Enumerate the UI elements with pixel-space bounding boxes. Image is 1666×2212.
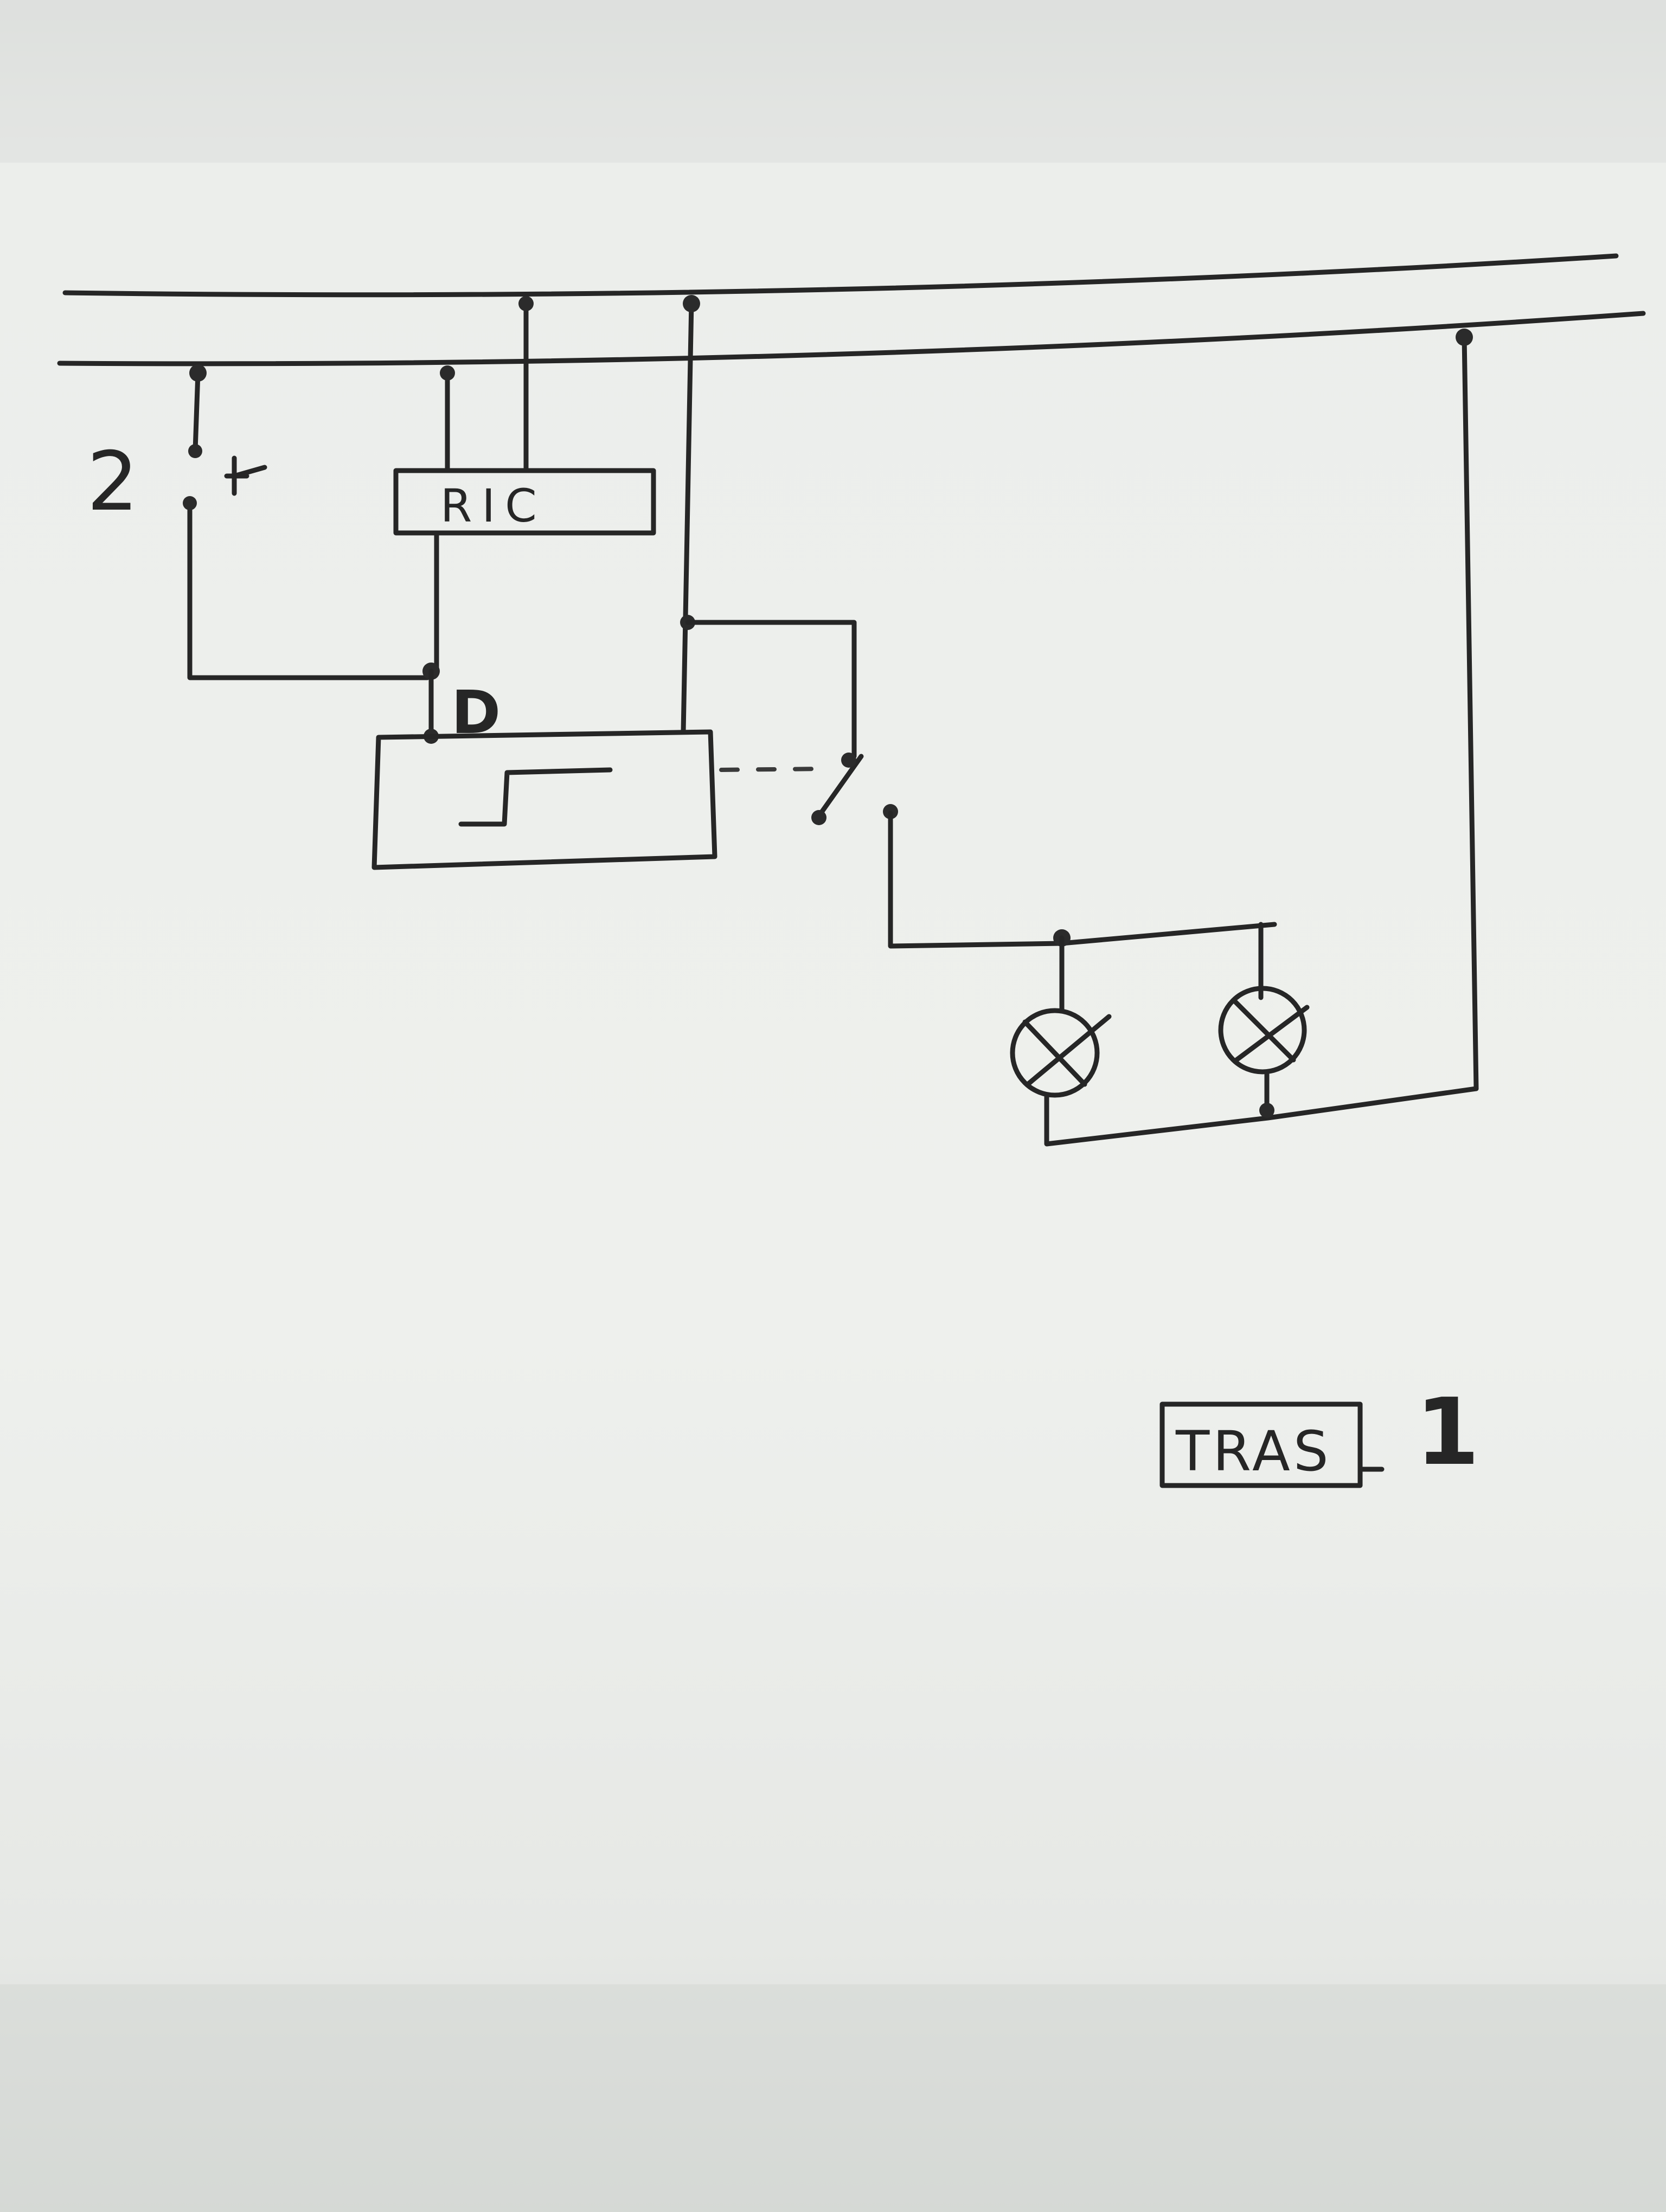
relay-block [371, 729, 717, 870]
ric-label: RIC [440, 479, 547, 532]
node-d-label: D [451, 678, 501, 747]
main-drop-junction [683, 295, 700, 312]
ric-feed-right-junction [518, 296, 534, 311]
ric-feed-left-junction [440, 365, 455, 381]
paper-bottom-fold [0, 1984, 1666, 2212]
switch-terminal-left [811, 810, 826, 825]
pushbutton-branch-lower [187, 501, 430, 680]
lamp-2-return-junction [1259, 1103, 1274, 1118]
pushbutton-contact-symbol [224, 455, 267, 496]
supply-line-bottom [57, 311, 1646, 366]
lamp-2-icon [1218, 986, 1310, 1075]
switch-feed-wire [685, 620, 857, 759]
pushbutton-junction [189, 364, 207, 382]
main-drop-wire [681, 300, 694, 735]
title-box [1159, 1401, 1363, 1488]
lamp-return-wire [1044, 1086, 1479, 1147]
lamp-1-icon [1010, 1008, 1112, 1098]
title-label: TRAS [1175, 1419, 1332, 1484]
switch-blade [816, 754, 864, 819]
mechanical-link-dashed [719, 767, 826, 772]
switch-terminal-common [841, 753, 856, 768]
return-drop-wire [1462, 335, 1479, 1091]
paper-top-fold [0, 0, 1666, 163]
pushbutton-branch-upper [193, 370, 201, 453]
lamp-feed-wire [888, 811, 1277, 949]
pushbutton-terminal-upper [188, 444, 202, 458]
ric-box [393, 468, 656, 536]
contact-number-label: 2 [87, 435, 138, 529]
title-number-label: 1 [1415, 1379, 1479, 1486]
return-drop-junction [1456, 329, 1473, 346]
pushbutton-terminal-lower [183, 496, 197, 510]
relay-step-symbol [458, 767, 613, 827]
supply-line-top [62, 253, 1619, 298]
